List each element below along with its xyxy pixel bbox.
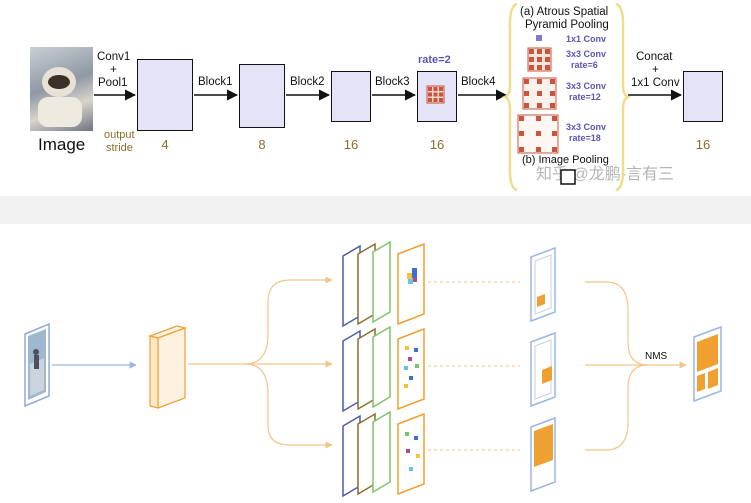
stride-value-4: 16	[429, 137, 445, 152]
stride-value-1: 4	[161, 137, 169, 152]
input-image-thumbnail	[30, 47, 93, 131]
concat-conv-label: 1x1 Conv	[631, 77, 680, 89]
branch-line-top	[188, 276, 333, 365]
result-card-top	[530, 246, 556, 323]
aspp-conv-4: 3x3 Conv	[566, 122, 607, 132]
deeplab-diagram: Image Conv1 + Pool1 output stride Block1…	[0, 0, 751, 196]
result-card-middle	[530, 331, 556, 408]
backbone-feature-box	[147, 325, 188, 409]
aspp-conv-3: 3x3 Conv	[566, 81, 607, 91]
input-photo	[24, 322, 50, 408]
feature-block-2	[239, 64, 285, 128]
merge-line-top	[585, 281, 649, 366]
feature-stack-middle	[342, 325, 425, 413]
image-label: Image	[38, 135, 86, 154]
plus-label: +	[110, 64, 117, 76]
aspp-conv-2: 3x3 Conv	[566, 49, 607, 59]
aspp-rate-2: rate=6	[571, 60, 598, 70]
bottom-diagram-graphics	[24, 240, 722, 498]
stride-value-5: 16	[695, 137, 711, 152]
feature-block-5	[683, 71, 723, 122]
block4-label: Block4	[461, 76, 496, 88]
aspp-title-1: (a) Atrous Spatial	[520, 6, 609, 18]
aspp-filter-rate18	[517, 114, 559, 154]
aspp-title-2: Pyramid Pooling	[525, 19, 609, 31]
output-stride-label-1: output	[104, 129, 135, 141]
image-pooling-box	[560, 169, 576, 185]
stride-value-2: 8	[258, 137, 266, 152]
block2-label: Block2	[290, 76, 325, 88]
final-output-card	[693, 325, 722, 403]
aspp-rate-4: rate=18	[569, 133, 601, 143]
aspp-filter-rate6	[527, 47, 552, 72]
conv1-label: Conv1	[97, 51, 131, 63]
aspp-rate-3: rate=12	[569, 92, 601, 102]
right-bracket	[615, 2, 632, 192]
merge-line-bottom	[585, 364, 649, 451]
block1-label: Block1	[198, 76, 233, 88]
detection-diagram: NMS	[0, 224, 751, 503]
nms-label: NMS	[645, 351, 668, 362]
atrous-filter-rate2	[426, 85, 445, 104]
aspp-filter-rate12	[522, 77, 557, 110]
image-pooling-label: (b) Image Pooling	[522, 154, 609, 166]
result-card-bottom	[530, 416, 556, 493]
branch-line-bottom	[244, 363, 333, 449]
concat-label: Concat	[636, 51, 673, 63]
feature-stack-bottom	[342, 410, 425, 498]
stride-value-3: 16	[343, 137, 359, 152]
rate-label: rate=2	[418, 54, 451, 66]
concat-plus-label: +	[652, 64, 659, 76]
feature-stack-top	[342, 240, 425, 328]
top-diagram-graphics	[94, 2, 683, 192]
feature-block-3	[331, 71, 371, 122]
aspp-1x1-filter	[536, 35, 542, 41]
pool1-label: Pool1	[98, 77, 128, 89]
left-bracket	[501, 2, 518, 192]
block3-label: Block3	[375, 76, 410, 88]
output-stride-label-2: stride	[106, 142, 133, 154]
aspp-conv-1: 1x1 Conv	[566, 34, 607, 44]
feature-block-1	[137, 59, 193, 131]
